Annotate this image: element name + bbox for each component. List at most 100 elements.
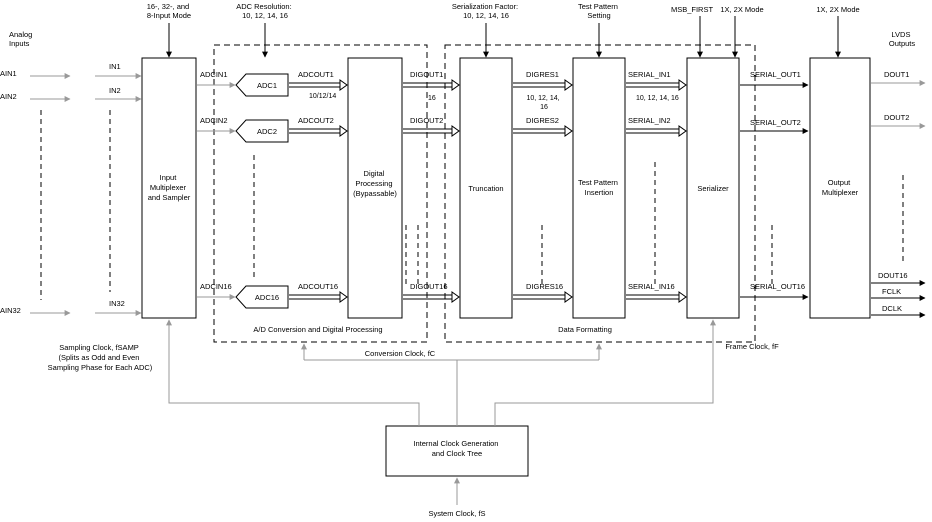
output-mux-block: Output Multiplexer [809, 57, 871, 319]
svg-text:ADCIN16: ADCIN16 [200, 282, 232, 291]
adc1-label: ADC1 [257, 81, 277, 90]
svg-text:SERIAL_OUT16: SERIAL_OUT16 [750, 282, 805, 291]
lvds-outputs-label: LVDS Outputs [889, 30, 916, 48]
truncation-block: Truncation [459, 57, 513, 319]
input-mux-line2: Multiplexer [150, 183, 187, 192]
dout2-output: DOUT2 [871, 113, 926, 129]
adcout16-bus: ADCOUT16 [289, 282, 348, 303]
fclk-output: FCLK [871, 287, 926, 301]
analog-input-ain2: AIN2 IN2 [0, 86, 142, 102]
output-mux-line2: Multiplexer [822, 188, 859, 197]
adc-group-label: A/D Conversion and Digital Processing [253, 325, 382, 334]
test-pattern-insertion-line1: Test Pattern [578, 178, 618, 187]
svg-text:DOUT1: DOUT1 [884, 70, 909, 79]
clock-gen-line1: Internal Clock Generation [413, 439, 498, 448]
dclk-output: DCLK [871, 304, 926, 318]
svg-text:Internal Clock Generation: Internal Clock Generation and Clock Tree [413, 439, 500, 458]
input-mux-block: Input Multiplexer and Sampler [141, 57, 197, 319]
svg-text:16-, 32-, and 8-Input Mo: 16-, 32-, and 8-Input Mode [147, 2, 192, 20]
svg-text:SERIAL_OUT2: SERIAL_OUT2 [750, 118, 801, 127]
svg-text:FCLK: FCLK [882, 287, 901, 296]
digital-processing-line2: Processing [355, 179, 392, 188]
adc16-label: ADC16 [255, 293, 279, 302]
digres1-bus: DIGRES1 10, 12, 14, 16 [513, 70, 573, 111]
digres2-bus: DIGRES2 [513, 116, 573, 137]
svg-text:ADCIN1: ADCIN1 [200, 70, 228, 79]
svg-text:DIGOUT16: DIGOUT16 [410, 282, 448, 291]
analog-input-ain32: AIN32 IN32 [0, 299, 142, 316]
truncation-label: Truncation [468, 184, 503, 193]
adc-resolution-control: ADC Resolution: 10, 12, 14, 16 [236, 2, 292, 58]
adc-group-box [213, 44, 428, 343]
dout16-output: DOUT16 [871, 271, 926, 286]
conversion-clock-label: Conversion Clock, fC [365, 349, 436, 358]
clock-gen-block: Internal Clock Generation and Clock Tree [385, 425, 529, 477]
svg-text:DOUT16: DOUT16 [878, 271, 908, 280]
adcin16-path: ADCIN16 [197, 282, 236, 300]
serializer-mode-control: 1X, 2X Mode [720, 5, 764, 58]
serial-out2-line: SERIAL_OUT2 [740, 118, 809, 134]
formatting-group-box [444, 44, 756, 343]
digout1-bus: DIGOUT1 16 [403, 70, 460, 102]
frame-clock-label: Frame Clock, fF [725, 342, 779, 351]
adcout2-bus: ADCOUT2 [289, 116, 348, 137]
adcin2-path: ADCIN2 [197, 116, 236, 134]
svg-text:MSB_FIRST: MSB_FIRST [671, 5, 714, 14]
serial-out1-line: SERIAL_OUT1 [740, 70, 809, 88]
svg-text:ADCOUT2: ADCOUT2 [298, 116, 334, 125]
serial-in2-bus: SERIAL_IN2 [626, 116, 687, 137]
test-pattern-insertion-block: Test Pattern Insertion [572, 57, 626, 319]
adc2-label: ADC2 [257, 127, 277, 136]
test-pattern-insertion-line2: Insertion [585, 188, 614, 197]
svg-text:Output Multiplexer: Output Multiplexer [822, 178, 859, 197]
output-mux-line1: Output [828, 178, 851, 187]
adc1-block: ADC1 [235, 73, 289, 97]
svg-text:DOUT2: DOUT2 [884, 113, 909, 122]
svg-text:DIGOUT1: DIGOUT1 [410, 70, 443, 79]
svg-text:DCLK: DCLK [882, 304, 902, 313]
svg-text:IN2: IN2 [109, 86, 121, 95]
continuation-dashes [40, 110, 904, 300]
dout1-output: DOUT1 [871, 70, 926, 86]
svg-text:ADCOUT16: ADCOUT16 [298, 282, 338, 291]
sampling-clock-label: Sampling Clock, fSAMP (Splits as Odd and… [48, 343, 153, 372]
adc2-block: ADC2 [235, 119, 289, 143]
test-pattern-control: Test Pattern Setting [578, 2, 618, 58]
digital-processing-line1: Digital [364, 169, 385, 178]
svg-text:1X, 2X Mode: 1X, 2X Mode [816, 5, 859, 14]
svg-text:SERIAL_OUT1: SERIAL_OUT1 [750, 70, 801, 79]
serial-out16-line: SERIAL_OUT16 [740, 282, 809, 300]
svg-text:IN1: IN1 [109, 62, 121, 71]
svg-text:DIGRES16: DIGRES16 [526, 282, 563, 291]
msb-first-control: MSB_FIRST [671, 5, 714, 58]
input-mux-line1: Input [160, 173, 178, 182]
svg-text:SERIAL_IN1: SERIAL_IN1 [628, 70, 671, 79]
svg-text:SERIAL_IN2: SERIAL_IN2 [628, 116, 671, 125]
svg-text:ADCOUT1: ADCOUT1 [298, 70, 334, 79]
analog-inputs-label: Analog Inputs [9, 30, 34, 48]
svg-text:AIN2: AIN2 [0, 92, 17, 101]
clock-tree [166, 319, 716, 505]
svg-text:DIGRES1: DIGRES1 [526, 70, 559, 79]
digout16-bus: DIGOUT16 [403, 282, 460, 303]
system-clock-label: System Clock, fS [428, 509, 485, 518]
svg-text:IN32: IN32 [109, 299, 125, 308]
svg-text:16: 16 [428, 95, 436, 102]
serializer-block: Serializer [686, 57, 740, 319]
svg-text:DIGRES2: DIGRES2 [526, 116, 559, 125]
adc16-block: ADC16 [235, 285, 289, 309]
formatting-group-label: Data Formatting [558, 325, 612, 334]
output-mode-control: 1X, 2X Mode [816, 5, 860, 58]
input-mux-line3: and Sampler [148, 193, 191, 202]
digres16-bus: DIGRES16 [513, 282, 573, 303]
svg-text:10, 12, 14, 16: 10, 12, 14, 16 [636, 95, 679, 102]
svg-text:ADCIN2: ADCIN2 [200, 116, 228, 125]
serialization-factor-control: Serialization Factor: 10, 12, 14, 16 [452, 2, 520, 58]
svg-text:Serialization Factor: 10: Serialization Factor: 10, 12, 14, 16 [452, 2, 520, 20]
adcout1-bus: ADCOUT1 10/12/14 [289, 70, 348, 100]
digout2-bus: DIGOUT2 [403, 116, 460, 137]
serializer-label: Serializer [697, 184, 729, 193]
svg-text:SERIAL_IN16: SERIAL_IN16 [628, 282, 675, 291]
svg-text:10/12/14: 10/12/14 [309, 93, 336, 100]
digital-processing-line4: (Bypassable) [353, 189, 397, 198]
